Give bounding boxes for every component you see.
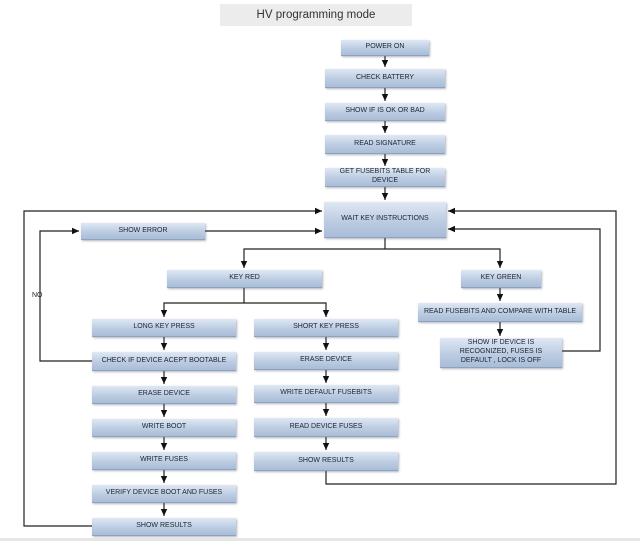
arrow-results-mid-to-wait <box>325 207 617 485</box>
arrow-wait-to-keygreen <box>385 248 504 268</box>
node-long-key-press: LONG KEY PRESS <box>92 319 236 337</box>
node-show-results-mid: SHOW RESULTS <box>254 452 398 471</box>
node-check-battery: CHECK BATTERY <box>325 69 445 88</box>
node-write-default-fusebits: WRITE DEFAULT FUSEBITS <box>254 385 398 403</box>
arrow-check-no-to-showerror <box>39 227 92 362</box>
arrow-keyred-to-long <box>160 288 245 317</box>
node-write-boot: WRITE BOOT <box>92 419 236 437</box>
node-power-on: POWER ON <box>341 40 429 56</box>
node-show-recognized: SHOW IF DEVICE IS RECOGNIZED, FUSES IS D… <box>440 338 562 368</box>
node-short-key-press: SHORT KEY PRESS <box>254 319 398 337</box>
arrow-results-left-to-wait <box>23 207 322 527</box>
node-show-results-left: SHOW RESULTS <box>92 518 236 536</box>
node-verify-boot-fuses: VERIFY DEVICE BOOT AND FUSES <box>92 485 236 503</box>
arrow-wait-to-keyred <box>240 238 386 268</box>
arrow-recognized-to-wait <box>448 225 601 352</box>
node-key-red: KEY RED <box>167 270 322 288</box>
node-get-fusebits-table: GET FUSEBITS TABLE FOR DEVICE <box>325 168 445 187</box>
arrow-keyred-to-short <box>244 302 330 317</box>
node-erase-device-mid: ERASE DEVICE <box>254 352 398 370</box>
node-read-fusebits-compare: READ FUSEBITS AND COMPARE WITH TABLE <box>418 303 582 322</box>
node-key-green: KEY GREEN <box>461 270 541 288</box>
node-erase-device-left: ERASE DEVICE <box>92 386 236 404</box>
node-write-fuses: WRITE FUSES <box>92 452 236 470</box>
node-read-signature: READ SIGNATURE <box>325 135 445 154</box>
node-show-error: SHOW ERROR <box>81 223 205 240</box>
node-check-bootable: CHECK IF DEVICE ACEPT BOOTABLE <box>92 352 236 371</box>
node-show-ok-bad: SHOW IF IS OK OR BAD <box>325 103 445 121</box>
diagram-title: HV programming mode <box>220 4 412 26</box>
node-read-device-fuses: READ DEVICE FUSES <box>254 418 398 437</box>
node-wait-key-instructions: WAIT KEY INSTRUCTIONS <box>324 202 446 238</box>
footer-divider <box>0 538 640 541</box>
edge-label-no: NO <box>32 292 43 299</box>
